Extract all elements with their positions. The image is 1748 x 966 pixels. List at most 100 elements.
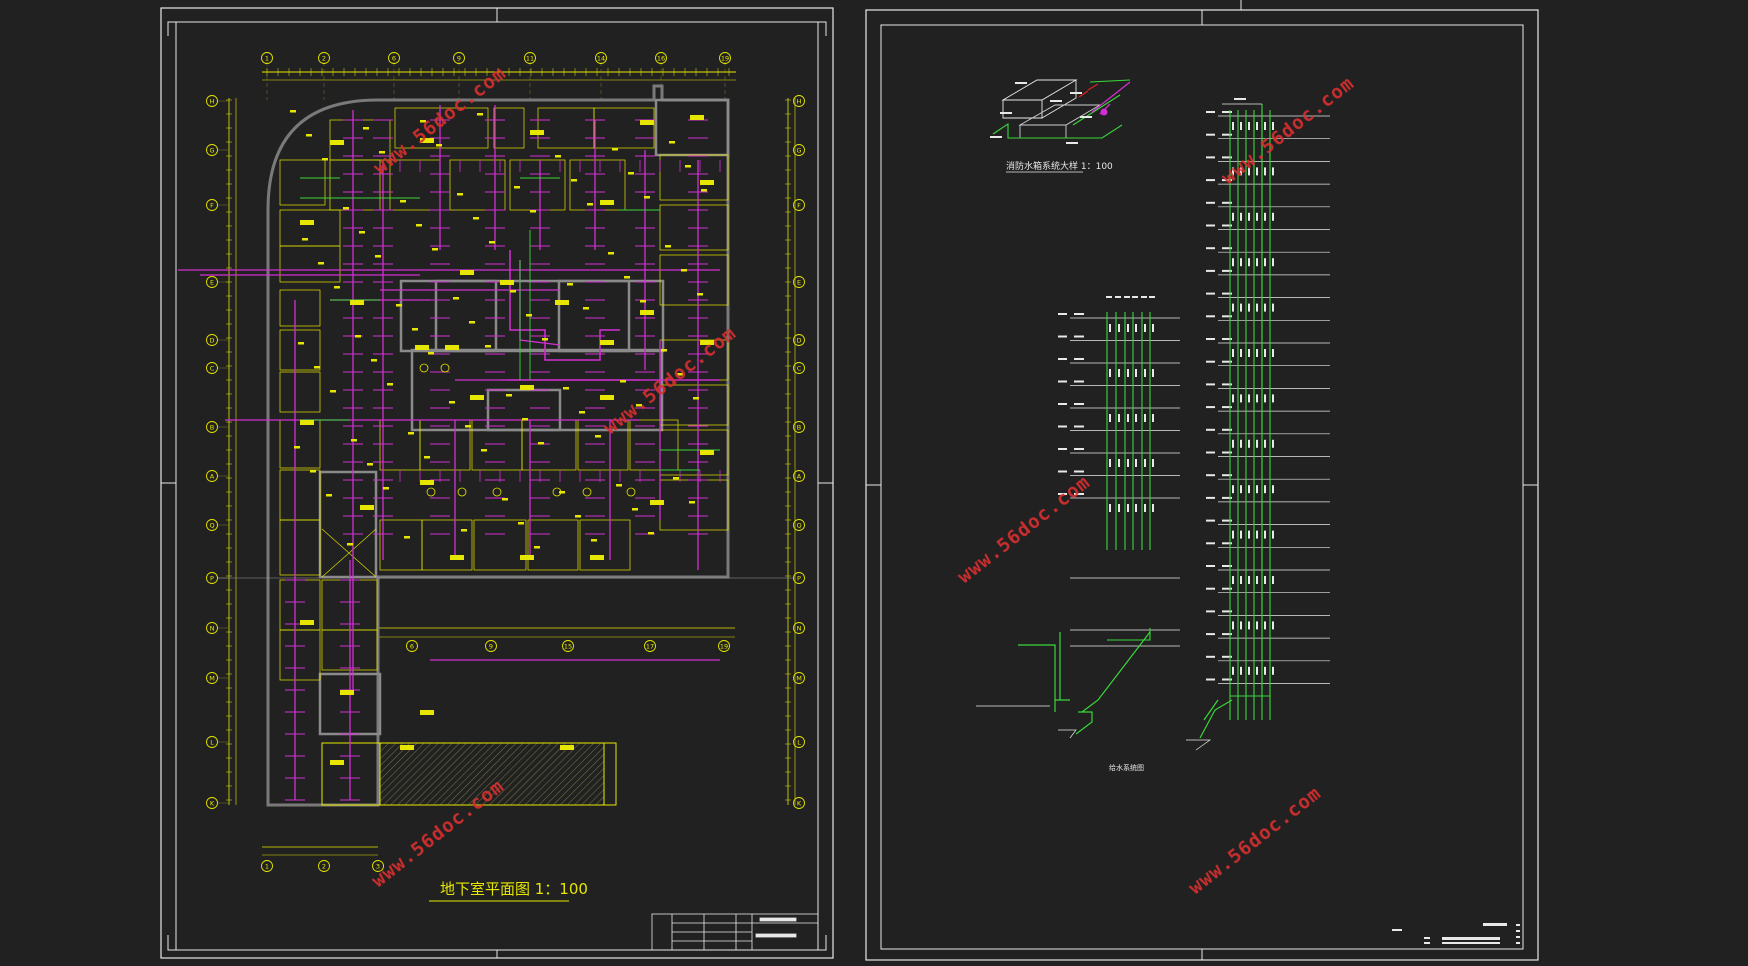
riser1-pipe-tag [1144,324,1146,332]
riser1-floor-label [1058,358,1067,360]
riser1-pipe-tag [1118,414,1120,422]
fire-tank-axon-title: 消防水箱系统大样 1：100 [1006,160,1113,172]
fire-tank-axonometric [1001,79,1102,139]
axis-bubble-top-label: 11 [526,55,534,63]
riser2-header [1230,104,1270,697]
axis-bubble-left-label: M [209,675,215,683]
riser2-floor-label [1206,655,1215,658]
riser1-floor-label [1058,335,1067,338]
axis-bubble-left: H [206,95,218,107]
riser1-elev-label [1074,335,1084,338]
riser2-floor-label [1206,542,1215,545]
riser2-pipe-tag [1248,212,1250,221]
riser2-pipe-tag [1248,303,1250,312]
axis-bubble-top: 16 [655,52,667,64]
riser1-pipe-tag [1109,504,1111,512]
riser2-floor-label [1206,678,1215,681]
riser2-pipe-tag [1232,258,1234,267]
axis-bubble-top: 2 [318,52,330,64]
riser2-floor-label [1206,338,1215,340]
riser1-pipe-tag [1144,504,1146,512]
riser2-pipe-tag [1264,666,1266,675]
left-title-block [651,913,819,951]
riser2-elev-label [1222,201,1232,204]
riser2-elev-label [1222,451,1232,454]
riser2-pipe-tag [1272,666,1274,675]
riser2-pipe-tag [1256,621,1258,630]
riser2-pipe-tag [1240,212,1242,221]
axis-bubble-left-label: A [210,473,215,481]
riser2-elev-label [1222,655,1232,658]
riser2-pipe-tag [1256,576,1258,584]
riser2-pipe-tag [1264,122,1266,130]
riser2-floor-label [1206,451,1215,454]
riser2-pipe-tag [1256,394,1258,403]
riser2-pipe-tag [1240,439,1242,448]
axis-bubble-top-label: 14 [597,55,605,63]
riser2-pipe-tag [1232,212,1234,221]
riser2-elev-label [1222,474,1232,477]
riser2-pipe-tag [1264,485,1266,494]
riser2-floor-label [1206,565,1215,567]
left-inner-frame [175,21,819,951]
riser2-pipe-tag [1240,666,1242,675]
riser1-elev-label [1074,403,1084,405]
axis-bubble-left: K [206,797,218,809]
riser2-pipe-tag [1264,303,1266,312]
riser2-pipe-tag [1248,349,1250,357]
axis-bubble-bottom-mid: 9 [485,640,497,652]
riser2-elev-label [1222,678,1232,681]
axis-bubble-bottom-left: 1 [261,860,273,872]
riser2-pipe-tag [1232,167,1234,176]
riser2-floor-label [1206,179,1215,182]
riser2-pipe-tag [1248,576,1250,584]
riser1-pipe-tag [1109,414,1111,422]
axis-bubble-right-label: D [796,337,801,345]
riser1-pipe-tag [1152,414,1154,422]
axis-bubble-left-label: C [210,365,215,373]
riser2-pipe-tag [1272,167,1274,176]
riser2-pipe-tag [1232,666,1234,675]
riser2-pipe-tag [1272,530,1274,539]
axis-bubble-left-label: E [210,279,214,287]
axis-bubble-top: 14 [595,52,607,64]
riser2-elev-label [1222,269,1232,272]
riser2-pipe-tag [1232,621,1234,630]
axis-bubble-right-label: C [797,365,802,373]
riser2-floor-label [1206,315,1215,318]
riser2-pipe-tag [1256,439,1258,448]
riser2-pipe-tag [1248,167,1250,176]
riser1-elev-label [1074,493,1084,495]
riser2-floor-label [1206,474,1215,477]
riser2-pipe-tag [1264,394,1266,403]
riser2-floor-label [1206,633,1215,636]
riser2-pipe-tag [1248,666,1250,675]
riser2-elev-label [1222,156,1232,159]
riser2-elev-label [1222,315,1232,318]
riser2-elev-label [1222,587,1232,590]
riser2-pipe-tag [1232,439,1234,448]
axis-bubble-bottom-left: 2 [318,860,330,872]
axis-bubble-bottom-mid-label: 15 [564,643,572,651]
riser2-pipe-tag [1248,394,1250,403]
axis-bubble-left-label: F [210,202,214,210]
riser2-pipe-tag [1248,485,1250,494]
riser2-pipe-tag [1232,394,1234,403]
riser2-elev-label [1222,292,1232,295]
axon-label-mark [990,136,1002,138]
axis-bubble-top-label: 1 [265,55,269,63]
axis-bubble-right-label: P [797,575,801,583]
riser2-pipe-tag [1272,485,1274,494]
riser2-elev-label [1222,224,1232,227]
riser2-pipe-tag [1256,212,1258,221]
riser1-pipe-tag [1118,504,1120,512]
axon-label-mark [1070,92,1082,94]
riser2-pipe-tag [1256,258,1258,267]
riser2-pipe-tag [1264,258,1266,267]
riser1-top-tag [1132,296,1138,298]
riser2-pipe-tag [1232,303,1234,312]
riser1-elev-label [1074,313,1084,315]
axis-bubble-bottom-mid-label: 17 [646,643,654,651]
riser1-pipe-tag [1152,504,1154,512]
